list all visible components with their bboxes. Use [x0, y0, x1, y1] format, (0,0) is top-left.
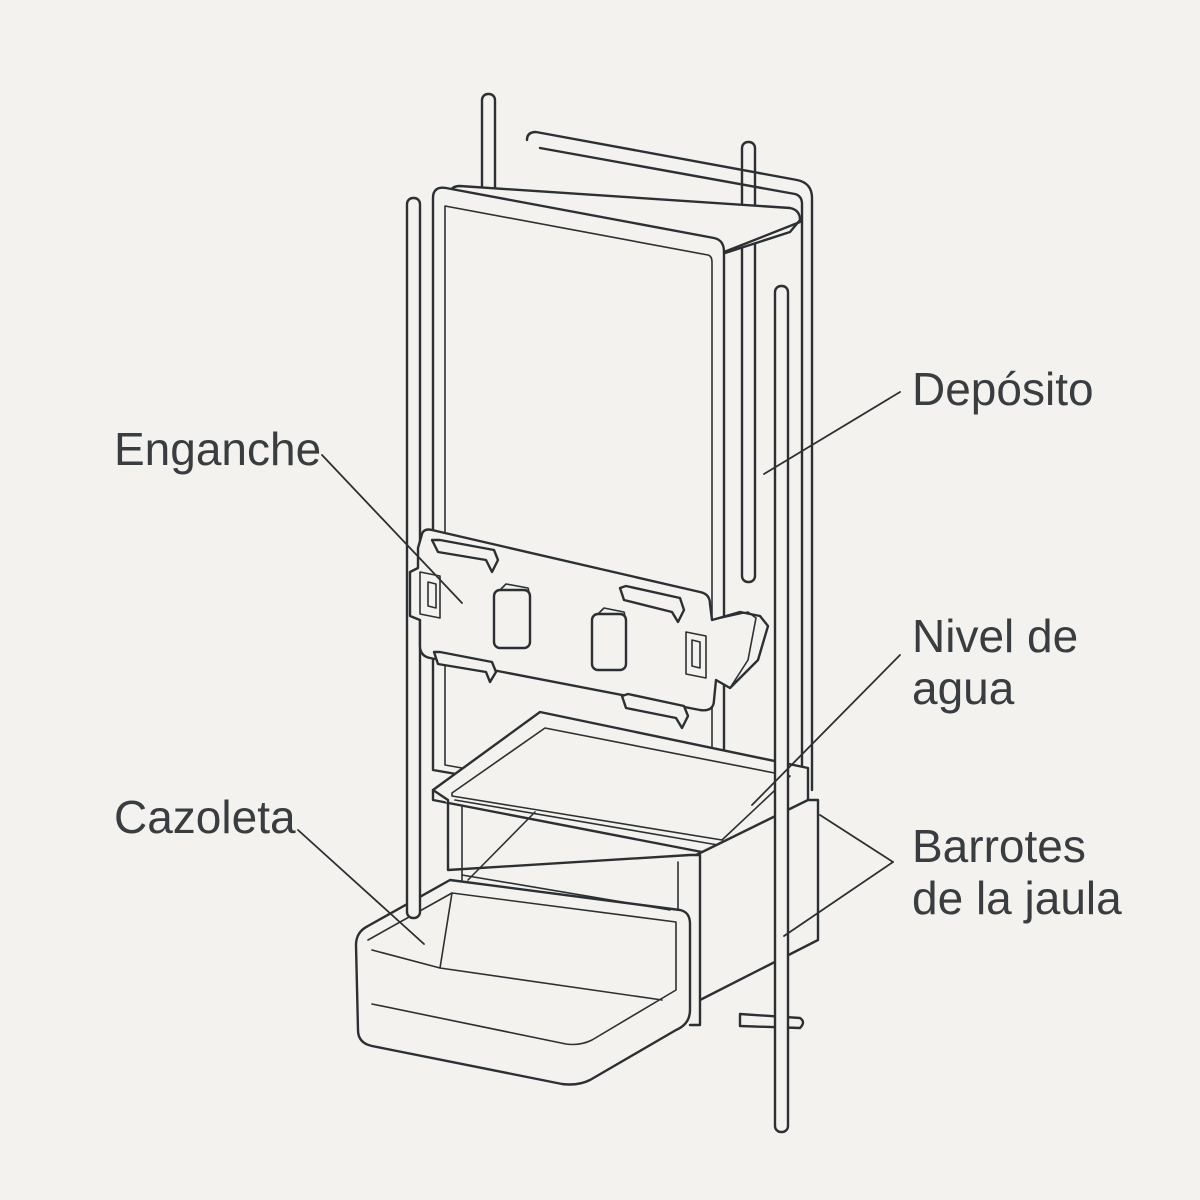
label-nivel-line1: Nivel de — [912, 610, 1078, 662]
label-barrotes-line2: de la jaula — [912, 872, 1122, 924]
label-cazoleta: Cazoleta — [114, 791, 296, 843]
leader-deposito — [763, 391, 901, 475]
leader-cazoleta — [297, 829, 425, 945]
leader-enganche — [321, 454, 463, 604]
leader-barrotes-2 — [783, 861, 894, 937]
label-nivel-line2: agua — [912, 662, 1015, 714]
label-barrotes-line1: Barrotes — [912, 820, 1086, 872]
leader-nivel — [751, 654, 901, 806]
labels: Depósito Enganche Nivel de agua Cazoleta… — [114, 363, 1122, 924]
cup — [354, 710, 820, 1086]
leader-lines — [297, 391, 901, 945]
leader-barrotes-1 — [819, 814, 894, 863]
label-enganche: Enganche — [114, 423, 321, 475]
hook-bracket — [408, 528, 770, 730]
label-deposito: Depósito — [912, 363, 1094, 415]
